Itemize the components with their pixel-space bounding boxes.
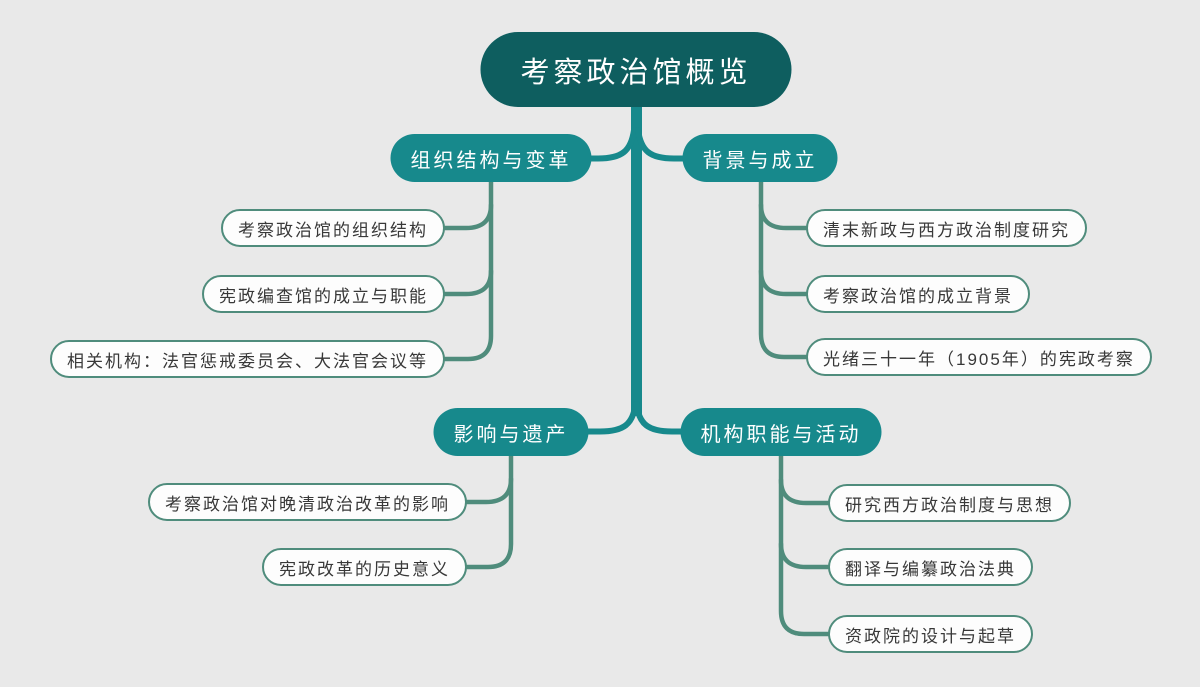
trunk-connector (557, 98, 715, 435)
leaf-node[interactable]: 资政院的设计与起草 (828, 615, 1033, 653)
branch-influence-connectors (442, 448, 514, 570)
leaf-node[interactable]: 宪政改革的历史意义 (262, 548, 467, 586)
leaf-node[interactable]: 光绪三十一年（1905年）的宪政考察 (806, 338, 1152, 376)
branch-function-connectors (778, 448, 868, 637)
leaf-node[interactable]: 考察政治馆的组织结构 (221, 209, 445, 247)
branch-node-background[interactable]: 背景与成立 (682, 134, 838, 182)
leaf-node[interactable]: 考察政治馆对晚清政治改革的影响 (148, 483, 467, 521)
leaf-node[interactable]: 考察政治馆的成立背景 (806, 275, 1030, 313)
leaf-node[interactable]: 翻译与编纂政治法典 (828, 548, 1033, 586)
leaf-node[interactable]: 清末新政与西方政治制度研究 (806, 209, 1087, 247)
root-node[interactable]: 考察政治馆概览 (480, 32, 792, 107)
leaf-node[interactable]: 研究西方政治制度与思想 (828, 484, 1071, 522)
branch-node-influence[interactable]: 影响与遗产 (433, 408, 589, 456)
leaf-node[interactable]: 宪政编查馆的成立与职能 (202, 275, 445, 313)
branch-background-connectors (758, 175, 848, 360)
branch-node-structure[interactable]: 组织结构与变革 (390, 134, 592, 182)
branch-node-function[interactable]: 机构职能与活动 (680, 408, 882, 456)
branch-structure-connectors (422, 175, 494, 362)
leaf-node[interactable]: 相关机构：法官惩戒委员会、大法官会议等 (50, 340, 445, 378)
